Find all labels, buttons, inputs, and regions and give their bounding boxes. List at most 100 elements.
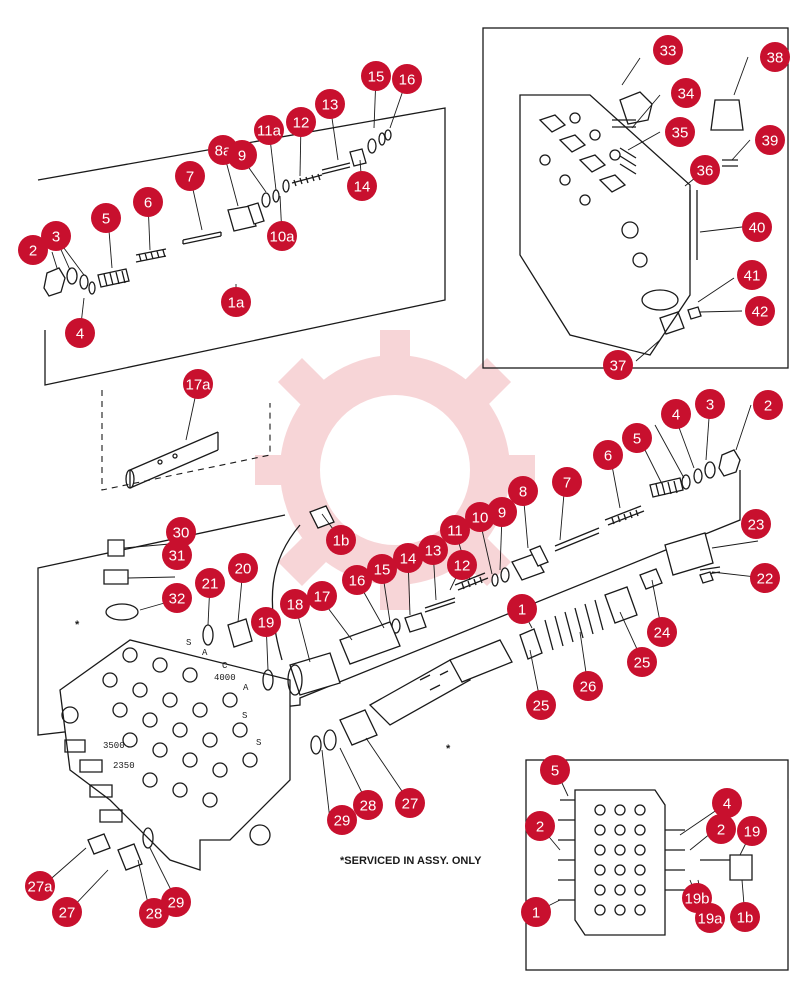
callout-label: 19 — [258, 615, 275, 632]
callout-label: 25 — [533, 698, 550, 715]
callout-marker — [695, 903, 725, 933]
callout-marker — [161, 887, 191, 917]
callout-7-top: 7 — [175, 161, 205, 191]
callout-2-mid: 2 — [753, 390, 783, 420]
callout-marker — [447, 550, 477, 580]
callout-12-mid: 12 — [447, 550, 477, 580]
callout-label: 20 — [235, 561, 252, 578]
callout-marker — [392, 64, 422, 94]
callout-label: 23 — [748, 517, 765, 534]
callout-marker — [267, 221, 297, 251]
callout-13-mid: 13 — [418, 535, 448, 565]
callout-label: 5 — [102, 211, 110, 228]
callout-label: 16 — [349, 573, 366, 590]
callout-19a-inset: 19a — [695, 903, 725, 933]
callout-27-bot: 27 — [52, 897, 82, 927]
callout-25a: 25 — [627, 647, 657, 677]
callout-marker — [41, 221, 71, 251]
callout-label: 1a — [228, 295, 245, 312]
callout-3-top: 3 — [41, 221, 71, 251]
callout-36: 36 — [690, 155, 720, 185]
callout-label: 17 — [314, 589, 331, 606]
callout-22: 22 — [750, 563, 780, 593]
lower-spool-parts — [87, 449, 741, 871]
callout-label: 17a — [185, 377, 211, 394]
callout-29-bot: 29 — [161, 887, 191, 917]
callout-label: 13 — [425, 543, 442, 560]
callout-marker — [742, 212, 772, 242]
callout-label: 1b — [333, 533, 350, 550]
callout-label: 24 — [654, 625, 671, 642]
callout-label: 10a — [269, 229, 295, 246]
callout-3-mid: 3 — [695, 389, 725, 419]
callout-marker — [593, 440, 623, 470]
callout-label: 14 — [400, 551, 417, 568]
callout-27-mid: 27 — [395, 788, 425, 818]
callout-marker — [52, 897, 82, 927]
callout-17-mid: 17 — [307, 581, 337, 611]
callout-28-mid: 28 — [353, 790, 383, 820]
callout-label: 39 — [762, 133, 779, 150]
callout-label: 41 — [744, 268, 761, 285]
callout-marker — [745, 296, 775, 326]
callout-marker — [671, 78, 701, 108]
callout-label: 4 — [723, 796, 731, 813]
callout-19-mid: 19 — [251, 607, 281, 637]
callout-marker — [603, 350, 633, 380]
callout-marker — [706, 814, 736, 844]
callout-39: 39 — [755, 125, 785, 155]
callout-15-mid: 15 — [367, 554, 397, 584]
callout-35: 35 — [665, 117, 695, 147]
callout-label: 1b — [737, 910, 754, 927]
callout-label: 12 — [293, 115, 310, 132]
callout-16-top: 16 — [392, 64, 422, 94]
callout-marker — [280, 589, 310, 619]
callout-marker — [627, 647, 657, 677]
callout-marker — [690, 155, 720, 185]
callout-33: 33 — [653, 35, 683, 65]
callout-label: 12 — [454, 558, 471, 575]
callout-label: 28 — [146, 906, 163, 923]
callout-marker — [347, 171, 377, 201]
callout-marker — [730, 902, 760, 932]
callout-marker — [760, 42, 790, 72]
callout-23: 23 — [741, 509, 771, 539]
callout-25b: 25 — [526, 690, 556, 720]
callout-marker — [183, 369, 213, 399]
callout-37: 37 — [603, 350, 633, 380]
callout-12-top: 12 — [286, 107, 316, 137]
stamp-c: C — [222, 661, 228, 671]
callout-marker — [712, 788, 742, 818]
callout-17a: 17a — [183, 369, 213, 399]
callout-label: 19b — [684, 891, 709, 908]
callout-11a: 11a — [254, 115, 284, 145]
callout-label: 7 — [563, 475, 571, 492]
callout-label: 2 — [536, 819, 544, 836]
callout-marker — [367, 554, 397, 584]
callout-19-inset: 19 — [737, 816, 767, 846]
callout-41: 41 — [737, 260, 767, 290]
callout-label: 37 — [610, 358, 627, 375]
callout-label: 11 — [447, 523, 463, 540]
callout-label: 13 — [322, 97, 339, 114]
callout-marker — [755, 125, 785, 155]
callout-34: 34 — [671, 78, 701, 108]
callout-label: 36 — [697, 163, 714, 180]
callout-marker — [353, 790, 383, 820]
callout-label: 15 — [368, 69, 385, 86]
callout-marker — [526, 690, 556, 720]
callout-5-top: 5 — [91, 203, 121, 233]
callout-marker — [166, 517, 196, 547]
callout-10-mid: 10 — [465, 502, 495, 532]
callout-marker — [251, 607, 281, 637]
callout-marker — [661, 399, 691, 429]
callout-38: 38 — [760, 42, 790, 72]
callout-marker — [525, 811, 555, 841]
stamp-3500: 3500 — [103, 741, 125, 751]
callout-marker — [465, 502, 495, 532]
callout-29-mid: 29 — [327, 805, 357, 835]
callout-label: 28 — [360, 798, 377, 815]
callout-marker — [737, 816, 767, 846]
frame-17a-group — [101, 390, 271, 491]
callout-marker — [540, 755, 570, 785]
